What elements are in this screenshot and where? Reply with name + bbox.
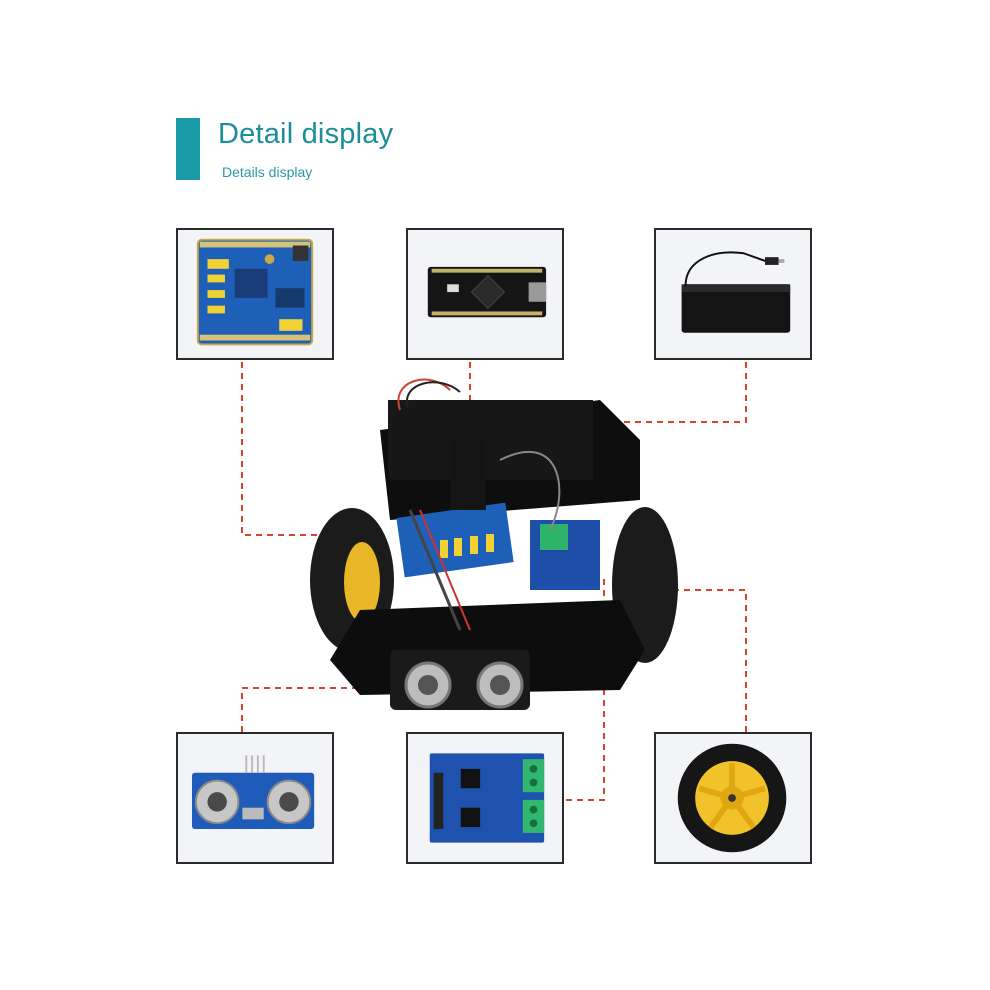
robot-car-image [310, 378, 678, 710]
page-title: Detail display [218, 118, 394, 150]
sensor-shield-board-icon [196, 238, 314, 346]
nano-board-icon [427, 266, 547, 318]
battery-box-icon [681, 251, 791, 333]
page-subtitle: Details display [222, 164, 313, 180]
component-card-ultrasonic [176, 732, 334, 864]
component-card-battery [654, 228, 812, 360]
component-card-wheel [654, 732, 812, 864]
component-card-nano [406, 228, 564, 360]
ultrasonic-sensor-icon [191, 755, 315, 830]
component-card-driver [406, 732, 564, 864]
title-accent-bar [176, 118, 200, 180]
motor-driver-board-icon [429, 753, 545, 843]
wheel-icon [677, 743, 787, 853]
component-card-shield [176, 228, 334, 360]
